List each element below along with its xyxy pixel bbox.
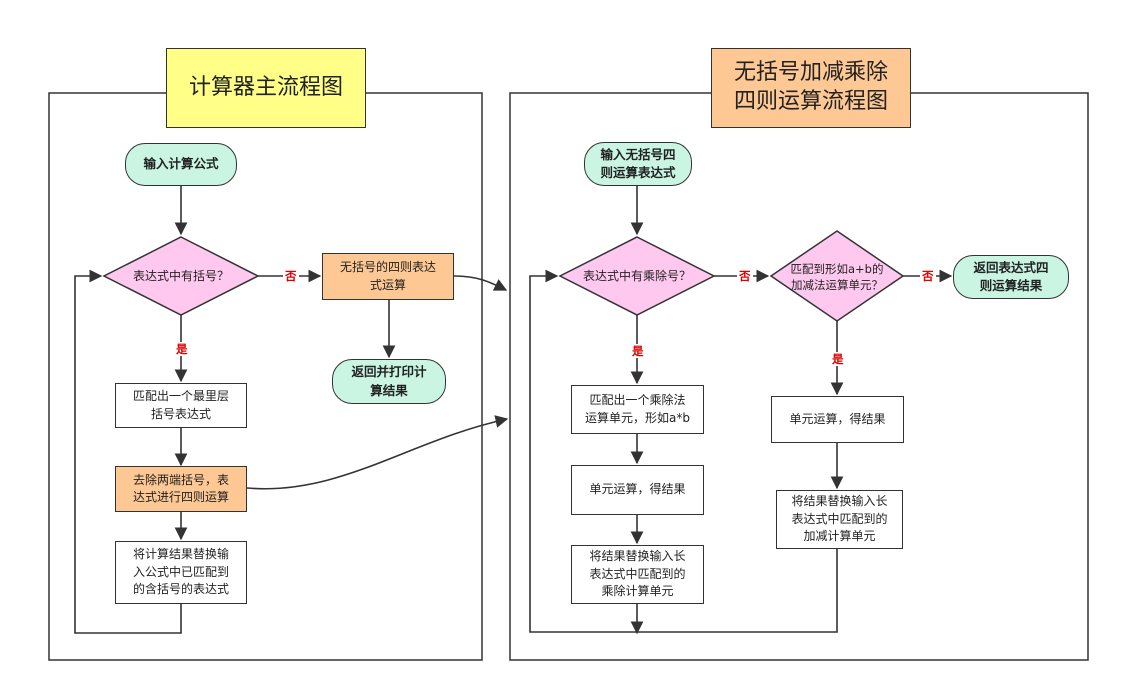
sub-replace-mul-line2: 表达式中匹配到的 <box>589 566 686 581</box>
main-decision-label: 表达式中有括号？ <box>132 268 229 283</box>
label-no-muldiv: 否 <box>737 269 753 283</box>
sub-flow-title-line2: 四则运算流程图 <box>733 89 888 114</box>
sub-flow-title-line1: 无括号加减乘除 <box>733 60 888 86</box>
sub-start-node: 输入无括号四 则运算表达式 <box>584 142 692 186</box>
label-yes-addsub: 是 <box>830 352 846 366</box>
label-no-main: 否 <box>283 269 299 283</box>
main-match-line1: 匹配出一个最里层 <box>132 389 229 404</box>
sub-calc-mul-text: 单元运算，得结果 <box>589 482 686 497</box>
main-return-node: 返回并打印计 算结果 <box>332 359 446 404</box>
main-strip-line1: 去除两端括号，表 <box>132 472 229 487</box>
main-nobracket-node: 无括号的四则表达 式运算 <box>322 253 454 300</box>
sub-decision-muldiv-label: 表达式中有乘除号？ <box>582 268 691 283</box>
label-no-addsub: 否 <box>920 269 936 283</box>
sub-calc-add-node: 单元运算，得结果 <box>771 396 904 443</box>
main-nobracket-line2: 式运算 <box>369 277 406 292</box>
main-strip-node: 去除两端括号，表 达式进行四则运算 <box>115 466 247 512</box>
main-nobracket-line1: 无括号的四则表达 <box>339 260 436 275</box>
sub-replace-mul-node: 将结果替换输入长 表达式中匹配到的 乘除计算单元 <box>571 545 704 604</box>
arrow-replace-loop-back <box>74 269 182 634</box>
main-decision-text: 表达式中有括号？ <box>106 266 256 286</box>
main-replace-line2: 入公式中已匹配到 <box>132 564 229 579</box>
sub-match-mul-node: 匹配出一个乘除法 运算单元，形如a*b <box>571 385 704 434</box>
main-match-line2: 括号表达式 <box>150 406 211 421</box>
sub-decision-muldiv-text: 表达式中有乘除号？ <box>560 266 714 286</box>
main-start-text: 输入计算公式 <box>143 156 219 172</box>
sub-return-node: 返回表达式四 则运算结果 <box>953 255 1069 299</box>
sub-start-line1: 输入无括号四 <box>600 146 676 162</box>
sub-calc-add-text: 单元运算，得结果 <box>789 411 886 426</box>
sub-decision-addsub-text: 匹配到形如a+b的 加减法运算单元？ <box>778 259 896 295</box>
sub-replace-add-line1: 将结果替换输入长 <box>791 494 888 509</box>
sub-flow-title: 无括号加减乘除 四则运算流程图 <box>711 48 911 128</box>
arrow-sub-loop-back <box>529 269 838 633</box>
sub-replace-add-line2: 表达式中匹配到的 <box>791 511 888 526</box>
main-flow-title: 计算器主流程图 <box>166 48 366 128</box>
main-strip-line2: 达式进行四则运算 <box>132 490 229 504</box>
sub-replace-mul-line1: 将结果替换输入长 <box>589 549 686 564</box>
sub-replace-add-node: 将结果替换输入长 表达式中匹配到的 加减计算单元 <box>776 490 903 549</box>
sub-replace-add-line3: 加减计算单元 <box>803 529 876 544</box>
sub-replace-mul-line3: 乘除计算单元 <box>601 584 674 599</box>
main-replace-line1: 将计算结果替换输 <box>132 547 229 562</box>
sub-return-line1: 返回表达式四 <box>973 259 1049 275</box>
curve-strip-to-subflow <box>246 415 509 490</box>
sub-decision-addsub-line2: 加减法运算单元？ <box>791 278 883 292</box>
label-yes-main: 是 <box>174 342 190 356</box>
sub-return-line2: 则运算结果 <box>979 278 1043 293</box>
curve-nobracket-to-subflow <box>453 275 508 291</box>
main-replace-line3: 的含括号的表达式 <box>132 582 229 597</box>
main-flow-title-text: 计算器主流程图 <box>188 74 343 100</box>
sub-calc-mul-node: 单元运算，得结果 <box>571 465 704 515</box>
sub-match-mul-line1: 匹配出一个乘除法 <box>589 393 686 408</box>
label-yes-muldiv: 是 <box>630 344 646 358</box>
main-return-line1: 返回并打印计 <box>351 364 427 380</box>
main-return-line2: 算结果 <box>370 382 408 398</box>
main-start-node: 输入计算公式 <box>125 143 237 186</box>
main-replace-node: 将计算结果替换输 入公式中已匹配到 的含括号的表达式 <box>115 541 247 604</box>
sub-decision-addsub-line1: 匹配到形如a+b的 <box>790 261 884 276</box>
sub-match-mul-line2: 运算单元，形如a*b <box>585 410 690 425</box>
sub-start-line2: 则运算表达式 <box>600 165 676 180</box>
main-match-node: 匹配出一个最里层 括号表达式 <box>115 383 247 428</box>
